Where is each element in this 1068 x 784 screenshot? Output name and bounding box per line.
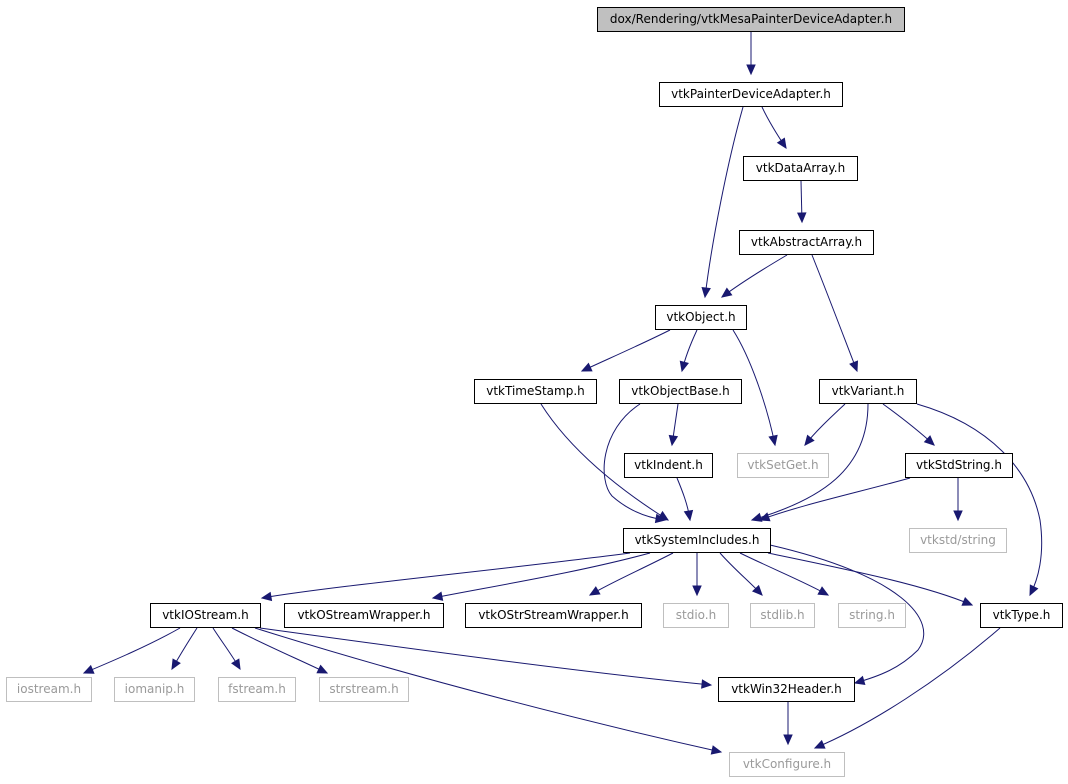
node-configure: vtkConfigure.h: [729, 752, 845, 777]
edge-sysinc-iostream: [261, 552, 631, 599]
edge-sysinc-win32: [769, 544, 925, 684]
arrowhead-variant-sysinc: [750, 512, 763, 522]
edge-timestamp-sysinc: [540, 403, 669, 521]
edge-variant-type: [916, 403, 1043, 596]
edge-stdstring-sysinc: [759, 477, 911, 521]
arrowhead-iostream-iomanip: [171, 658, 181, 671]
arrowhead-iostream-win32: [701, 679, 713, 689]
node-indent[interactable]: vtkIndent.h: [624, 453, 713, 478]
edge-object-setget: [732, 329, 776, 446]
arrowhead-objectbase-indent: [668, 434, 679, 447]
arrowhead-stdstring-vtkstd: [953, 510, 963, 522]
edge-iostream-iostream: [83, 627, 181, 674]
node-type[interactable]: vtkType.h: [980, 603, 1063, 628]
arrowhead-iostream-iostream: [82, 664, 95, 674]
node-strstream: strstream.h: [319, 677, 409, 702]
edge-variant-sysinc: [751, 403, 869, 521]
arrowhead-sysinc-iostream: [260, 591, 273, 602]
arrowhead-sysinc-type: [961, 596, 974, 606]
arrowhead-painter-object: [701, 286, 711, 299]
arrowhead-win32-configure: [783, 734, 793, 746]
edge-abstract-variant: [811, 254, 858, 372]
edge-iostream-win32: [259, 627, 712, 686]
arrowhead-type-configure: [813, 739, 826, 749]
edge-iostream-configure: [254, 627, 722, 753]
arrowhead-indent-sysinc: [683, 509, 694, 522]
arrowhead-painter-dataarray: [776, 137, 787, 150]
arrowhead-iostream-strstream: [316, 664, 329, 674]
node-object[interactable]: vtkObject.h: [655, 305, 747, 330]
arrowhead-variant-type: [1029, 584, 1039, 597]
node-root-file: dox/Rendering/vtkMesaPainterDeviceAdapte…: [597, 7, 905, 32]
node-io-stream[interactable]: vtkIOStream.h: [150, 603, 261, 628]
node-abstract-array[interactable]: vtkAbstractArray.h: [739, 230, 874, 255]
node-ostream-wrapper[interactable]: vtkOStreamWrapper.h: [284, 603, 444, 628]
node-std-string[interactable]: vtkStdString.h: [905, 453, 1013, 478]
node-vtkstd-string: vtkstd/string: [909, 528, 1007, 553]
node-object-base[interactable]: vtkObjectBase.h: [619, 379, 742, 404]
arrowhead-iostream-fstream: [231, 658, 241, 671]
node-stdio: stdio.h: [663, 603, 729, 628]
arrowhead-dataarray-abstract: [797, 212, 807, 224]
arrowhead-stdstring-sysinc: [758, 512, 771, 522]
arrowhead-variant-stdstring: [923, 435, 935, 446]
arrowhead-object-timestamp: [580, 362, 593, 372]
node-string: string.h: [838, 603, 906, 628]
node-fstream: fstream.h: [218, 677, 296, 702]
edge-objectbase-sysinc: [603, 403, 666, 521]
arrowhead-sysinc-ostrstream: [588, 586, 601, 596]
arrowhead-sysinc-win32: [853, 675, 866, 685]
edge-iostream-strstream: [231, 627, 328, 674]
node-painter-device-adapter[interactable]: vtkPainterDeviceAdapter.h: [659, 82, 843, 107]
arrowhead-objectbase-sysinc: [654, 513, 667, 524]
node-stdlib: stdlib.h: [750, 603, 815, 628]
arrowhead-iostream-configure: [710, 745, 723, 755]
edge-type-configure: [814, 627, 1001, 749]
node-variant[interactable]: vtkVariant.h: [819, 379, 917, 404]
node-iostream: iostream.h: [6, 677, 92, 702]
node-system-includes[interactable]: vtkSystemIncludes.h: [623, 528, 771, 553]
node-ostrstream-wrapper[interactable]: vtkOStrStreamWrapper.h: [465, 603, 642, 628]
arrowhead-sysinc-ostreamwrap: [431, 591, 444, 601]
node-iomanip: iomanip.h: [114, 677, 195, 702]
node-data-array[interactable]: vtkDataArray.h: [743, 156, 858, 181]
arrowhead-abstract-object: [721, 287, 733, 298]
arrowhead-root-painter: [746, 64, 756, 76]
node-time-stamp[interactable]: vtkTimeStamp.h: [474, 379, 597, 404]
arrowhead-sysinc-stdio: [692, 585, 702, 597]
arrowhead-variant-setget: [804, 434, 815, 446]
arrowhead-object-setget: [768, 434, 778, 447]
arrowhead-sysinc-stdlib: [751, 584, 763, 596]
arrowhead-object-objectbase: [679, 360, 689, 373]
edge-sysinc-type: [767, 552, 973, 606]
edge-sysinc-ostreamwrap: [432, 552, 651, 599]
arrowhead-sysinc-string: [817, 586, 830, 596]
edge-painter-object: [704, 106, 744, 298]
node-win32-header[interactable]: vtkWin32Header.h: [718, 677, 855, 702]
arrowhead-abstract-variant: [849, 360, 859, 373]
node-set-get: vtkSetGet.h: [737, 453, 829, 478]
